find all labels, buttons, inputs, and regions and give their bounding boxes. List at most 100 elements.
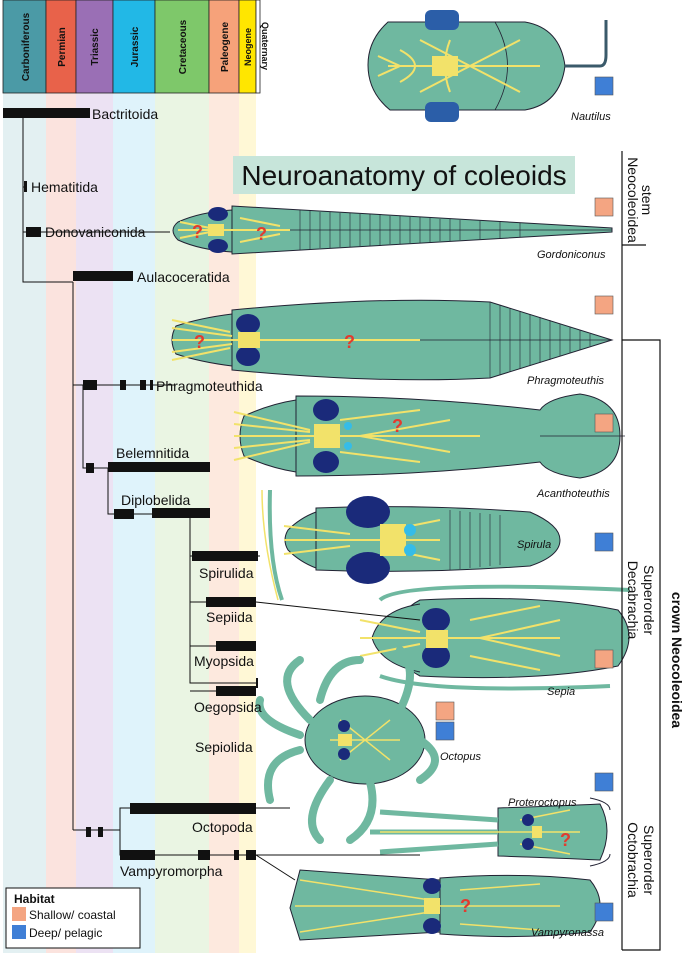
specimen-label-vampyronassa: Vampyronassa xyxy=(531,927,604,939)
band-permian xyxy=(46,93,76,953)
specimen-label-proteroctopus: Proteroctopus xyxy=(508,797,577,809)
taxon-label-aulacoceratida: Aulacoceratida xyxy=(137,269,230,285)
stem-label-line1: stem xyxy=(639,185,655,215)
period-label-carboniferous: Carboniferous xyxy=(21,12,32,81)
specimen-label-nautilus: Nautilus xyxy=(571,111,611,123)
period-label-permian: Permian xyxy=(57,27,68,66)
range-donovaniconida xyxy=(26,227,41,237)
specimen-label-gordoniconus: Gordoniconus xyxy=(537,249,606,261)
taxon-label-donovaniconida: Donovaniconida xyxy=(45,224,146,240)
period-label-quaternary: Quaternary xyxy=(260,22,270,70)
range-oegopsida xyxy=(216,686,256,696)
taxon-label-octopoda: Octopoda xyxy=(192,819,253,835)
unknown-mark: ? xyxy=(560,830,571,850)
period-label-cretaceous: Cretaceous xyxy=(178,19,189,74)
habitat-deep-vampyronassa xyxy=(594,902,614,922)
range-sepiida xyxy=(206,597,256,607)
range-diplobelida-b xyxy=(152,508,210,518)
period-box-jurassic xyxy=(112,0,156,94)
taxon-label-oegopsida: Oegopsida xyxy=(194,699,262,715)
range-hematitida xyxy=(24,181,27,192)
habitat-deep-nautilus xyxy=(594,76,614,96)
period-box-triassic xyxy=(75,0,114,94)
title-background xyxy=(233,156,575,194)
range-phragmoteuthida-b xyxy=(120,380,126,390)
proteroctopus-illustration xyxy=(370,797,611,867)
range-bactritoida xyxy=(3,108,90,118)
habitat-shallow-sepia xyxy=(594,649,614,669)
period-label-neogene: Neogene xyxy=(243,28,253,66)
unknown-mark: ? xyxy=(194,332,205,352)
unknown-mark: ? xyxy=(460,896,471,916)
range-sepiolida xyxy=(256,678,258,688)
habitat-shallow-acanthoteuthis xyxy=(594,413,614,433)
specimen-label-phragmoteuthis: Phragmoteuthis xyxy=(527,375,605,387)
taxon-label-bactritoida: Bactritoida xyxy=(92,106,158,122)
unknown-mark: ? xyxy=(192,222,203,242)
phragmoteuthis-illustration xyxy=(171,299,614,381)
band-triassic xyxy=(76,93,113,953)
taxon-label-diplobelida: Diplobelida xyxy=(121,492,190,508)
taxon-label-vampyromorpha: Vampyromorpha xyxy=(120,863,223,879)
nautilus-illustration xyxy=(367,10,608,122)
vampyronassa-illustration xyxy=(289,869,601,941)
band-carboniferous xyxy=(3,93,46,953)
habitat-shallow-gordoniconus xyxy=(594,197,614,217)
range-octopoda xyxy=(130,803,256,814)
figure-title: Neuroanatomy of coleoids xyxy=(241,160,566,191)
specimen-label-octopus: Octopus xyxy=(440,751,481,763)
period-box-permian xyxy=(45,0,77,94)
sepia-illustration xyxy=(359,584,631,691)
stem-label-line2: Neocoleoidea xyxy=(625,157,641,243)
legend-box xyxy=(5,887,141,949)
habitat-markers xyxy=(435,76,614,922)
range-octopoda-root-a xyxy=(86,827,91,837)
octopus-illustration xyxy=(255,646,439,844)
period-label-jurassic: Jurassic xyxy=(130,26,141,67)
habitat-shallow-octopus xyxy=(435,701,455,721)
unknown-mark: ? xyxy=(392,416,403,436)
habitat-shallow-phragmoteuthis xyxy=(594,295,614,315)
period-label-paleogene: Paleogene xyxy=(220,22,231,72)
lineage-ranges xyxy=(3,108,258,860)
period-box-paleogene xyxy=(208,0,240,94)
range-myopsida xyxy=(216,641,256,651)
taxon-label-phragmoteuthida: Phragmoteuthida xyxy=(156,378,263,394)
range-phragmoteuthida-d xyxy=(150,380,153,390)
range-vampyromorpha-a xyxy=(120,850,155,860)
range-aulacoceratida xyxy=(73,271,133,281)
legend-label-shallow: Shallow/ coastal xyxy=(29,908,116,922)
habitat-deep-proteroctopus xyxy=(594,772,614,792)
decabrachia-label-line2: Decabrachia xyxy=(625,561,641,640)
specimen-illustrations: ? ? ? ? ? ? ? xyxy=(171,10,631,941)
group-labels: stem Neocoleoidea crown Neocoleoidea Sup… xyxy=(625,157,685,898)
taxon-labels: Bactritoida Hematitida Donovaniconida Au… xyxy=(31,106,263,879)
habitat-deep-octopus xyxy=(435,721,455,741)
legend-title: Habitat xyxy=(14,892,55,906)
taxon-label-sepiolida: Sepiolida xyxy=(195,739,253,755)
octobrachia-label-line2: Octobrachia xyxy=(625,822,641,898)
specimen-label-acanthoteuthis: Acanthoteuthis xyxy=(536,488,610,500)
legend-label-deep: Deep/ pelagic xyxy=(29,926,102,940)
range-vampyromorpha-b xyxy=(198,850,210,860)
period-header: Carboniferous Permian Triassic Jurassic … xyxy=(2,0,270,94)
habitat-deep-spirula xyxy=(594,532,614,552)
range-diplobelida-a xyxy=(114,509,134,519)
period-box-cretaceous xyxy=(154,0,210,94)
specimen-label-spirula: Spirula xyxy=(517,539,551,551)
legend-swatch-deep xyxy=(12,925,26,939)
taxon-label-sepiida: Sepiida xyxy=(206,609,253,625)
range-octopoda-root-b xyxy=(98,827,103,837)
taxon-label-belemnitida: Belemnitida xyxy=(116,445,189,461)
range-phragmoteuthida-c xyxy=(140,380,146,390)
period-label-triassic: Triassic xyxy=(90,28,101,66)
taxon-label-spirulida: Spirulida xyxy=(199,565,254,581)
octobrachia-label-line1: Superorder xyxy=(641,825,657,895)
specimen-label-sepia: Sepia xyxy=(547,686,575,698)
band-jurassic xyxy=(113,93,155,953)
range-vampyromorpha-c xyxy=(234,850,239,860)
period-box-quaternary xyxy=(255,0,261,94)
decabrachia-label-line1: Superorder xyxy=(641,565,657,635)
unknown-mark: ? xyxy=(344,332,355,352)
